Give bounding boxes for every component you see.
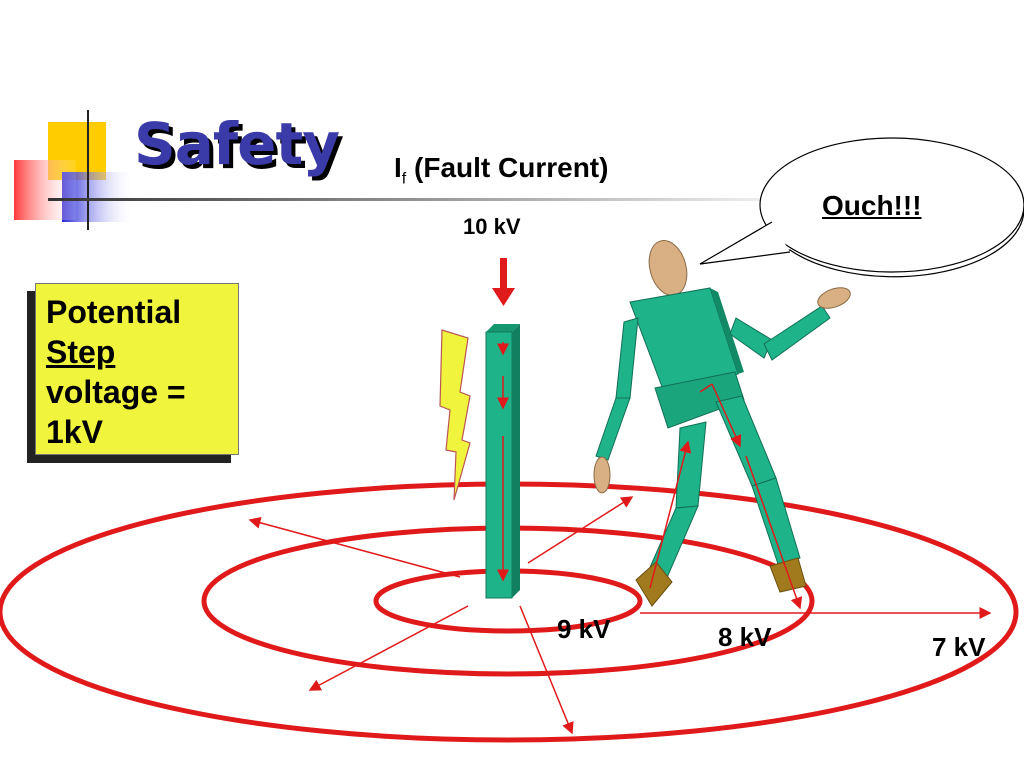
ring-label-9kv: 9 kV	[557, 614, 611, 644]
person-figure	[593, 240, 851, 610]
left-foot	[635, 561, 673, 607]
fault-subscript: f	[401, 170, 407, 188]
speech-text: Ouch!!!	[822, 190, 922, 221]
note-line-2: Step	[46, 334, 116, 370]
step-voltage-note: Potential Step voltage = 1kV	[35, 283, 239, 455]
fault-current-label: If (Fault Current)	[394, 152, 608, 189]
speech-bubble	[699, 137, 1024, 278]
fault-arrow	[492, 258, 515, 306]
red-block	[14, 160, 76, 220]
head	[648, 240, 688, 296]
lightning-icon	[439, 329, 471, 501]
decor-blocks	[14, 110, 132, 230]
ground-rod	[485, 324, 520, 599]
page-title: Safety	[134, 110, 340, 178]
note-line-1: Potential	[46, 294, 182, 330]
right-hand	[817, 287, 851, 309]
source-voltage-label: 10 kV	[463, 214, 521, 239]
note-line-4: 1kV	[46, 414, 103, 450]
title-rule	[48, 198, 828, 201]
note-line-3: voltage =	[46, 374, 186, 410]
radial-current-arrows	[248, 496, 992, 735]
fault-symbol: I	[394, 152, 402, 183]
ring-label-8kv: 8 kV	[718, 622, 772, 652]
ring-label-7kv: 7 kV	[932, 632, 986, 662]
left-hand	[593, 456, 611, 494]
fault-text: (Fault Current)	[414, 152, 609, 183]
